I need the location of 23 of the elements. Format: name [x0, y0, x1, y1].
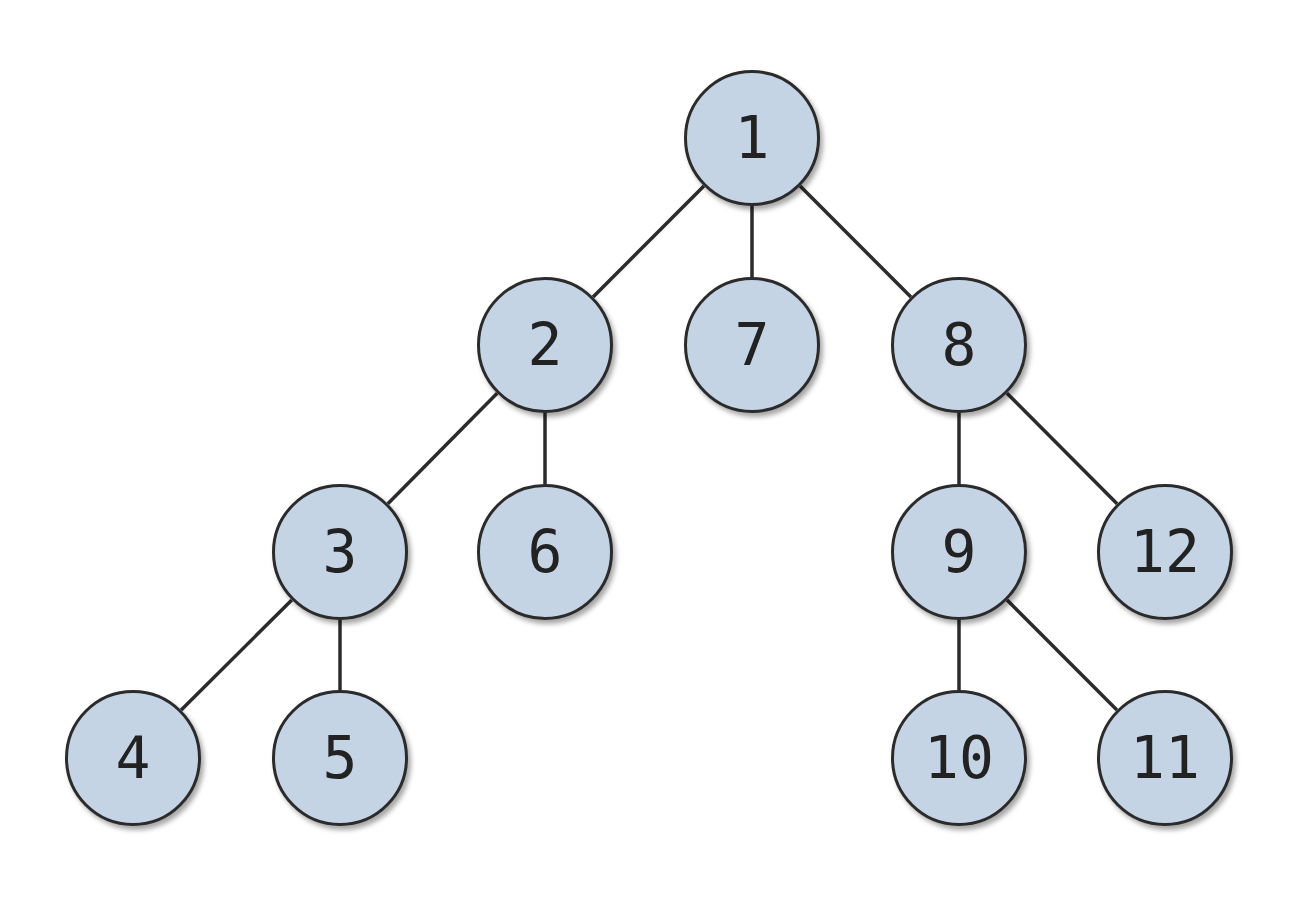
node-label: 8 — [941, 316, 977, 374]
node-label: 9 — [941, 523, 977, 581]
node-label: 5 — [322, 729, 358, 787]
connector-line — [1005, 391, 1119, 506]
connector-line — [750, 206, 754, 277]
connector-line — [591, 184, 706, 299]
node-label: 10 — [924, 729, 994, 787]
node-label: 2 — [527, 316, 563, 374]
connector-line — [957, 620, 961, 690]
connector-line — [543, 413, 547, 484]
node-label: 4 — [115, 729, 151, 787]
node-label: 3 — [322, 523, 358, 581]
connector-line — [957, 413, 961, 484]
node-label: 6 — [527, 523, 563, 581]
connector-line — [338, 620, 342, 690]
node-label: 12 — [1130, 523, 1200, 581]
connector-line — [179, 598, 294, 712]
connector-line — [798, 184, 913, 299]
node-label: 7 — [734, 316, 770, 374]
node-label: 1 — [734, 109, 770, 167]
connector-line — [1005, 598, 1119, 712]
node-label: 11 — [1130, 729, 1200, 787]
connector-line — [386, 392, 499, 505]
